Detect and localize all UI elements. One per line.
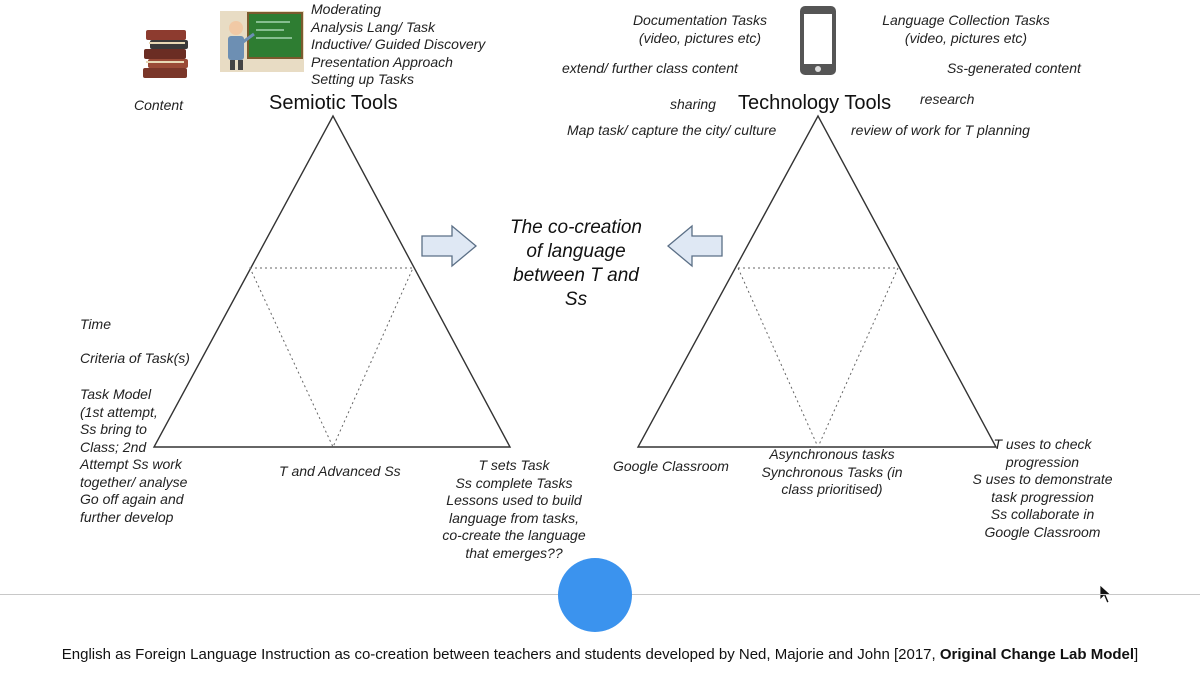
figure-caption: English as Foreign Language Instruction …: [0, 646, 1200, 663]
books-icon: [143, 30, 188, 78]
language-collection-tasks-label: Language Collection Tasks (video, pictur…: [882, 12, 1050, 46]
ss-generated-content-label: Ss-generated content: [947, 60, 1081, 76]
record-dot-button[interactable]: [558, 558, 632, 632]
map-task-label: Map task/ capture the city/ culture: [567, 122, 777, 138]
async-sync-tasks-label: Asynchronous tasks Synchronous Tasks (in…: [761, 446, 903, 497]
extend-content-label: extend/ further class content: [562, 60, 738, 76]
arrow-right-icon: [421, 224, 478, 268]
documentation-tasks-label: Documentation Tasks (video, pictures etc…: [632, 12, 768, 46]
task-model-label: Task Model (1st attempt, Ss bring to Cla…: [80, 386, 188, 525]
caption-text: English as Foreign Language Instruction …: [61, 646, 940, 663]
sharing-label: sharing: [670, 96, 716, 112]
time-label: Time: [80, 316, 111, 332]
teacher-roles-list: Moderating Analysis Lang/ Task Inductive…: [311, 1, 486, 87]
content-label: Content: [134, 97, 184, 113]
smartphone-icon: [800, 6, 836, 75]
t-and-advanced-ss-label: T and Advanced Ss: [279, 463, 401, 479]
review-work-label: review of work for T planning: [851, 122, 1030, 138]
google-classroom-label: Google Classroom: [613, 458, 729, 474]
co-creation-text: The co-creation of language between T an…: [509, 217, 642, 310]
research-label: research: [920, 91, 975, 107]
teacher-icon: [220, 11, 304, 72]
caption-end: ]: [1134, 646, 1139, 663]
arrow-left-icon: [666, 224, 723, 268]
t-sets-task-label: T sets Task Ss complete Tasks Lessons us…: [442, 457, 586, 561]
t-uses-progression-label: T uses to check progression S uses to de…: [972, 436, 1113, 540]
criteria-label: Criteria of Task(s): [80, 350, 190, 366]
technology-tools-title: Technology Tools: [738, 92, 892, 114]
caption-bold: Original Change Lab Model: [939, 646, 1135, 663]
left-triangle: [152, 114, 512, 449]
right-triangle: [636, 114, 998, 449]
semiotic-tools-title: Semiotic Tools: [269, 92, 398, 114]
